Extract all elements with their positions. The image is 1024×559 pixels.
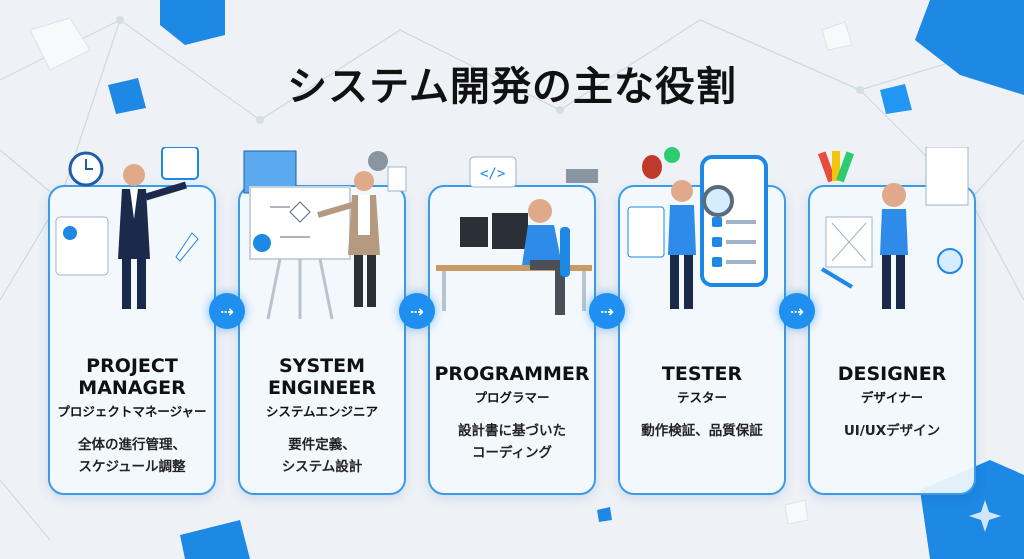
programmer-illustration: </> bbox=[436, 156, 598, 315]
role-name-en: TESTER bbox=[661, 363, 743, 385]
role-description: 全体の進行管理、 bbox=[78, 437, 186, 453]
project-manager-illustration bbox=[55, 147, 199, 309]
page-title: システム開発の主な役割 bbox=[287, 64, 737, 110]
role-name-ja: テスター bbox=[676, 390, 727, 405]
role-description: コーディング bbox=[471, 445, 553, 461]
role-name-en: DESIGNER bbox=[837, 363, 947, 385]
role-name-ja: プログラマー bbox=[474, 390, 550, 405]
role-description: システム設計 bbox=[281, 459, 363, 475]
designer-illustration bbox=[817, 147, 969, 309]
arrow-right-icon: ⇢ bbox=[779, 293, 815, 329]
role-name-en: MANAGER bbox=[78, 377, 186, 399]
system-engineer-illustration bbox=[243, 150, 407, 320]
role-card-system-engineer: SYSTEM ENGINEER システムエンジニア 要件定義、システム設計 bbox=[238, 150, 407, 495]
role-name-en: ENGINEER bbox=[267, 377, 377, 399]
role-description: UI/UXデザイン bbox=[843, 423, 941, 439]
role-card-designer: DESIGNER デザイナー UI/UXデザイン bbox=[808, 147, 976, 495]
arrow-right-icon: ⇢ bbox=[209, 293, 245, 329]
arrow-right-icon: ⇢ bbox=[589, 293, 625, 329]
role-card-programmer: </> PROGRAMMER プログラマー 設計書に基づいたコーディング bbox=[428, 156, 598, 495]
role-name-ja: デザイナー bbox=[860, 390, 924, 405]
role-description: スケジュール調整 bbox=[78, 459, 186, 475]
role-card-tester: TESTER テスター 動作検証、品質保証 bbox=[618, 147, 786, 495]
arrow-right-icon: ⇢ bbox=[399, 293, 435, 329]
role-card-project-manager: PROJECT MANAGER プロジェクトマネージャー 全体の進行管理、スケジ… bbox=[48, 147, 216, 495]
role-description: 設計書に基づいた bbox=[458, 423, 566, 439]
role-description: 要件定義、 bbox=[288, 437, 356, 453]
role-name-en: PROJECT bbox=[86, 355, 178, 377]
cube-decor bbox=[160, 0, 225, 45]
role-name-en: PROGRAMMER bbox=[434, 363, 590, 385]
role-name-en: SYSTEM bbox=[279, 355, 365, 377]
role-description: 動作検証、品質保証 bbox=[641, 423, 763, 439]
role-name-ja: プロジェクトマネージャー bbox=[57, 404, 207, 419]
svg-text:</>: </> bbox=[480, 166, 505, 182]
tester-illustration bbox=[627, 147, 768, 309]
role-name-ja: システムエンジニア bbox=[265, 404, 379, 419]
